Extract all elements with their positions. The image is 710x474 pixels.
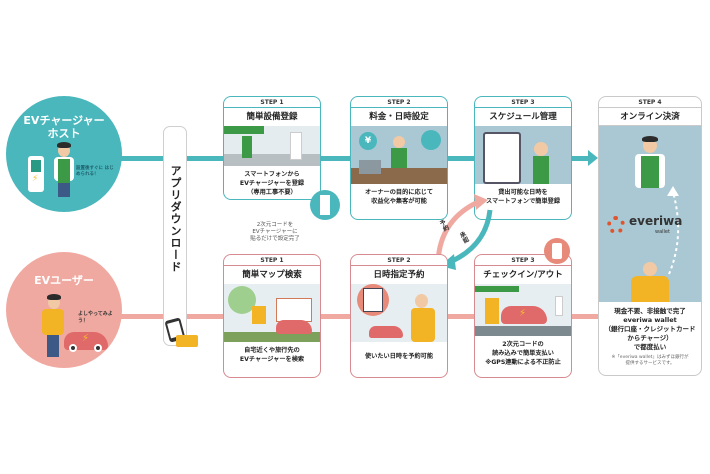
user-step-2: STEP 2 日時指定予約 使いたい日時を予約可能 (350, 254, 448, 378)
step-label: STEP 2 (351, 255, 447, 266)
checklist-icon (483, 132, 521, 184)
step-caption: スマートフォンから EVチャージャーを登録 （専用工事不要） (239, 171, 305, 196)
checkin-illustration: ⚡ (475, 284, 571, 336)
host-speech: 設置後すぐに はじめられる！ (76, 166, 114, 177)
qr-setup-note: 2次元コードを EVチャージャーに 貼るだけで設定完了 (250, 222, 300, 242)
payment-arrow (667, 186, 680, 275)
step-caption: 使いたい日時を予約可能 (364, 353, 434, 360)
user-step-3: STEP 3 チェックイン/アウト ⚡ 2次元コードの 読み込みで簡単支払い ※… (474, 254, 572, 378)
map-icon (228, 286, 256, 314)
host-step-3: STEP 3 スケジュール管理 貸出可能な日時を スマートフォンで簡単登録 (474, 96, 572, 220)
step-caption: オーナーの目的に応じて 収益化や集客が可能 (364, 189, 434, 205)
app-download-label: アプリダウンロード (169, 165, 182, 273)
step-caption: 貸出可能な日時を スマートフォンで簡単登録 (485, 189, 561, 205)
map-search-illustration (224, 284, 320, 342)
step-label: STEP 3 (475, 255, 571, 266)
step-heading: チェックイン/アウト (483, 270, 563, 280)
yen-icon: ¥ (359, 132, 377, 150)
step-label: STEP 2 (351, 97, 447, 108)
step-4-online-payment: STEP 4 オンライン決済 everiwa wallet 現金不要、非接触で完… (598, 96, 702, 376)
charger-registration-illustration (224, 126, 320, 166)
approve-arrow (448, 209, 493, 265)
house-icon (276, 298, 312, 322)
reservation-illustration (351, 284, 447, 342)
host-title: EVチャージャー ホスト (6, 114, 122, 140)
host-step-1: STEP 1 簡単設備登録 スマートフォンから EVチャージャーを登録 （専用工… (223, 96, 321, 200)
step-label: STEP 1 (224, 255, 320, 266)
payment-illustration: everiwa wallet (599, 126, 701, 302)
step-heading: スケジュール管理 (489, 112, 557, 122)
step4-footnote: ※「everiwa wallet」はみずほ銀行が 提供するサービスです。 (611, 355, 689, 366)
step-heading: 簡単設備登録 (246, 112, 298, 122)
user-persona: EVユーザー ⚡ よしやってみよう！ (6, 252, 122, 368)
step-heading: 料金・日時設定 (369, 112, 429, 122)
host-title-line2: ホスト (47, 127, 81, 140)
arrow-to-step4 (588, 150, 598, 166)
hand-icon (176, 335, 198, 347)
app-download-bar[interactable]: アプリダウンロード (163, 126, 187, 346)
step-label: STEP 3 (475, 97, 571, 108)
step-label: STEP 1 (224, 97, 320, 108)
everiwa-brand: everiwa (629, 214, 683, 228)
schedule-illustration (475, 126, 571, 184)
user-speech: よしやってみよう！ (78, 311, 113, 324)
step-caption: 現金不要、非接触で完了 everiwa wallet （銀行口座・クレジットカー… (604, 307, 696, 351)
calendar-icon (421, 130, 441, 150)
everiwa-wallet-sub: wallet (655, 229, 670, 235)
user-payer-icon (631, 276, 669, 302)
ev-charger-icon: ⚡ (28, 156, 44, 192)
qr-scan-icon (544, 238, 570, 264)
step-heading: 簡単マップ検索 (242, 270, 302, 280)
everiwa-logo-mark (607, 216, 625, 234)
user-step-1: STEP 1 簡単マップ検索 自宅近くや旅行先の EVチャージャーを検索 (223, 254, 321, 378)
host-step-2: STEP 2 料金・日時設定 ¥ オーナーの目的に応じて 収益化や集客が可能 (350, 96, 448, 220)
step-heading: 日時指定予約 (373, 270, 425, 280)
step-caption: 自宅近くや旅行先の EVチャージャーを検索 (239, 347, 305, 363)
step-heading: オンライン決済 (599, 108, 701, 126)
step-label: STEP 4 (599, 97, 701, 108)
step-caption: 2次元コードの 読み込みで簡単支払い ※GPS連動による不正防止 (485, 341, 561, 366)
host-persona: EVチャージャー ホスト ⚡ 設置後すぐに はじめられる！ (6, 96, 122, 212)
price-setting-illustration: ¥ (351, 126, 447, 184)
qr-sticker-icon (310, 190, 340, 220)
user-title: EVユーザー (34, 274, 94, 287)
reserve-arrowhead (474, 194, 488, 210)
everiwa-logo: everiwa wallet (607, 214, 697, 238)
host-title-line1: EVチャージャー (23, 114, 105, 127)
